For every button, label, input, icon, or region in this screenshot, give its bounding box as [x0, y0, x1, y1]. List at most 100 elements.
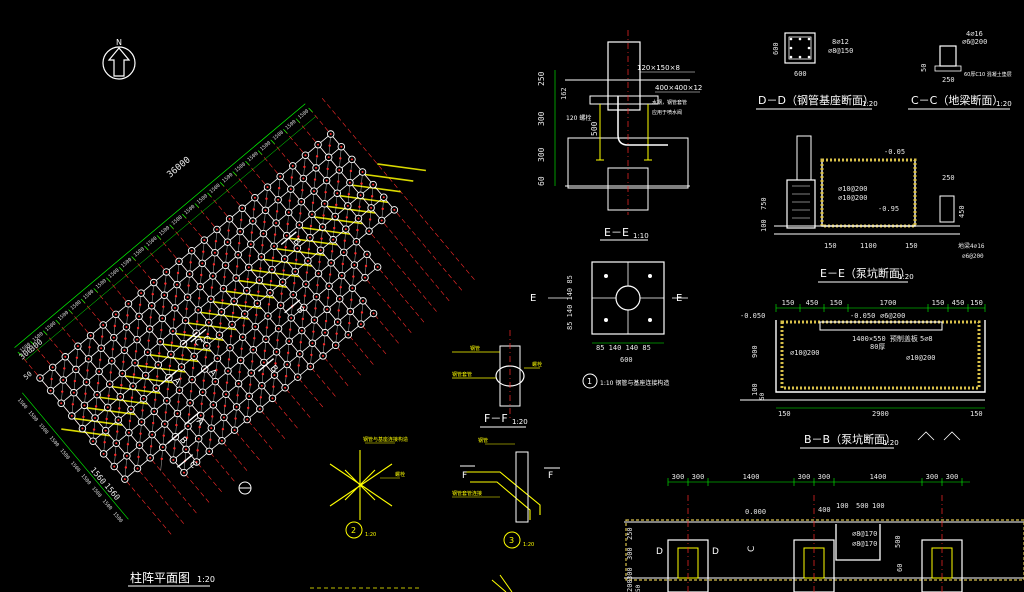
- north-label: N: [116, 38, 122, 47]
- plan-column-center: [127, 431, 130, 434]
- plan-node-red: [210, 286, 214, 289]
- plan-node-red: [322, 343, 326, 346]
- plan-node-red: [276, 339, 279, 342]
- plan-column-center: [205, 344, 208, 347]
- plan-node-red: [328, 273, 332, 276]
- plan-node-red: [337, 180, 340, 183]
- plan-column-center: [157, 363, 160, 366]
- ee-pile: [607, 167, 649, 211]
- plan-column-center: [315, 295, 318, 298]
- plan-column-center: [372, 183, 375, 186]
- plan-column-center: [187, 425, 190, 428]
- plan-column-center: [176, 412, 179, 415]
- plan-column-center: [249, 243, 252, 246]
- plan-column-center: [96, 393, 99, 396]
- plan-node-red: [128, 419, 132, 423]
- plan-column-center: [178, 260, 181, 263]
- plan-node-red: [284, 246, 287, 249]
- dd-title-scale: 1:20: [862, 100, 878, 108]
- plan-column-center: [264, 338, 267, 341]
- plan-column-center: [304, 283, 307, 286]
- plan-column-center: [224, 264, 227, 267]
- plan-dim-tick: [68, 309, 73, 314]
- plan-column-center: [159, 340, 162, 343]
- plan-grid: 1500150015001500150015001500150015001500…: [14, 97, 477, 537]
- plan-node-red: [160, 457, 163, 461]
- plan-column-center: [251, 219, 254, 222]
- plan-node-red: [318, 260, 321, 264]
- plan-node-red: [337, 309, 340, 312]
- ff-title: F－F: [484, 412, 508, 425]
- plan-node-red: [307, 248, 311, 251]
- plan-column-center: [366, 253, 369, 256]
- plan-column-center: [268, 291, 271, 294]
- ee-anchor-bolts: [596, 104, 652, 161]
- plan-column-center: [300, 329, 303, 332]
- plan-node-red: [305, 271, 309, 274]
- plan-node-red: [356, 228, 359, 232]
- ee-title: E－E: [604, 226, 629, 239]
- strip-left-dim-3: 300: [626, 567, 634, 580]
- plan-node-red: [136, 326, 140, 330]
- ee-dim-3: 300: [537, 111, 546, 126]
- plan-column-center: [306, 259, 309, 262]
- plan-node-red: [162, 305, 165, 309]
- plan-column-center: [250, 372, 253, 375]
- plan-section-cut: [160, 370, 177, 385]
- plan-column-center: [291, 164, 294, 167]
- plan-section-cut: [176, 454, 194, 468]
- strip-hatch: [625, 519, 1024, 581]
- plan-column-center: [180, 365, 183, 368]
- ee-note-2: 应用于喷水阀: [652, 109, 682, 116]
- plan-column-center: [260, 384, 263, 387]
- plan-column-center: [300, 200, 303, 203]
- plan-column-center: [328, 285, 331, 288]
- plan-node-red: [71, 403, 75, 406]
- plan-node-red: [229, 334, 233, 338]
- plan-node-red: [193, 343, 197, 346]
- plan-node-red: [360, 182, 363, 185]
- plan-dim-tick: [257, 150, 263, 155]
- plan-dim-tick: [283, 129, 288, 134]
- plan-column-center: [317, 272, 320, 275]
- plan-node-red: [311, 201, 315, 204]
- plan-node-red: [200, 273, 203, 277]
- plan-column-center: [222, 287, 225, 290]
- plan-node-red: [240, 347, 243, 350]
- detail3-bubble-num: 3: [509, 536, 514, 545]
- plan-node-red: [143, 385, 146, 389]
- strip-top-dim: 1400: [743, 473, 760, 481]
- plan-dim-tick: [169, 224, 174, 229]
- plan-node-red: [347, 193, 351, 196]
- strip-top-dim: 300: [946, 473, 959, 481]
- plan-column-center: [123, 478, 126, 481]
- plan-column-center: [83, 404, 86, 407]
- plan-node-red: [364, 264, 368, 268]
- plan-column-center: [150, 304, 153, 307]
- plan-section-mark-label: A: [206, 367, 218, 379]
- plan-column-center: [351, 287, 354, 290]
- plan-node-red: [280, 292, 283, 295]
- plan-column-center: [296, 376, 299, 379]
- strip-rebar-2: ⌀8@170: [852, 540, 877, 548]
- plan-node-red: [215, 368, 218, 372]
- plan-title: 柱阵平面图: [130, 570, 190, 585]
- cc-width: 250: [942, 76, 955, 84]
- plan-column-center: [155, 387, 158, 390]
- bb-top-dim: 150: [830, 299, 843, 307]
- plan-column-center: [199, 285, 202, 288]
- plan-column-center: [298, 352, 301, 355]
- plan-column-center: [237, 382, 240, 385]
- plan-column-center: [284, 386, 287, 389]
- strip-mid-4: 100: [872, 502, 885, 510]
- plan-column-center: [92, 440, 95, 443]
- plan-node-red: [200, 402, 203, 406]
- plan-node-red: [236, 394, 239, 397]
- dd-title: D－D（钢管基座断面）: [758, 93, 874, 107]
- plan-column-center: [169, 353, 172, 356]
- plan-node-red: [156, 375, 159, 378]
- plan-node-red: [343, 239, 347, 242]
- ee-dim-5: 300: [537, 147, 546, 162]
- plan-column-center: [302, 177, 305, 180]
